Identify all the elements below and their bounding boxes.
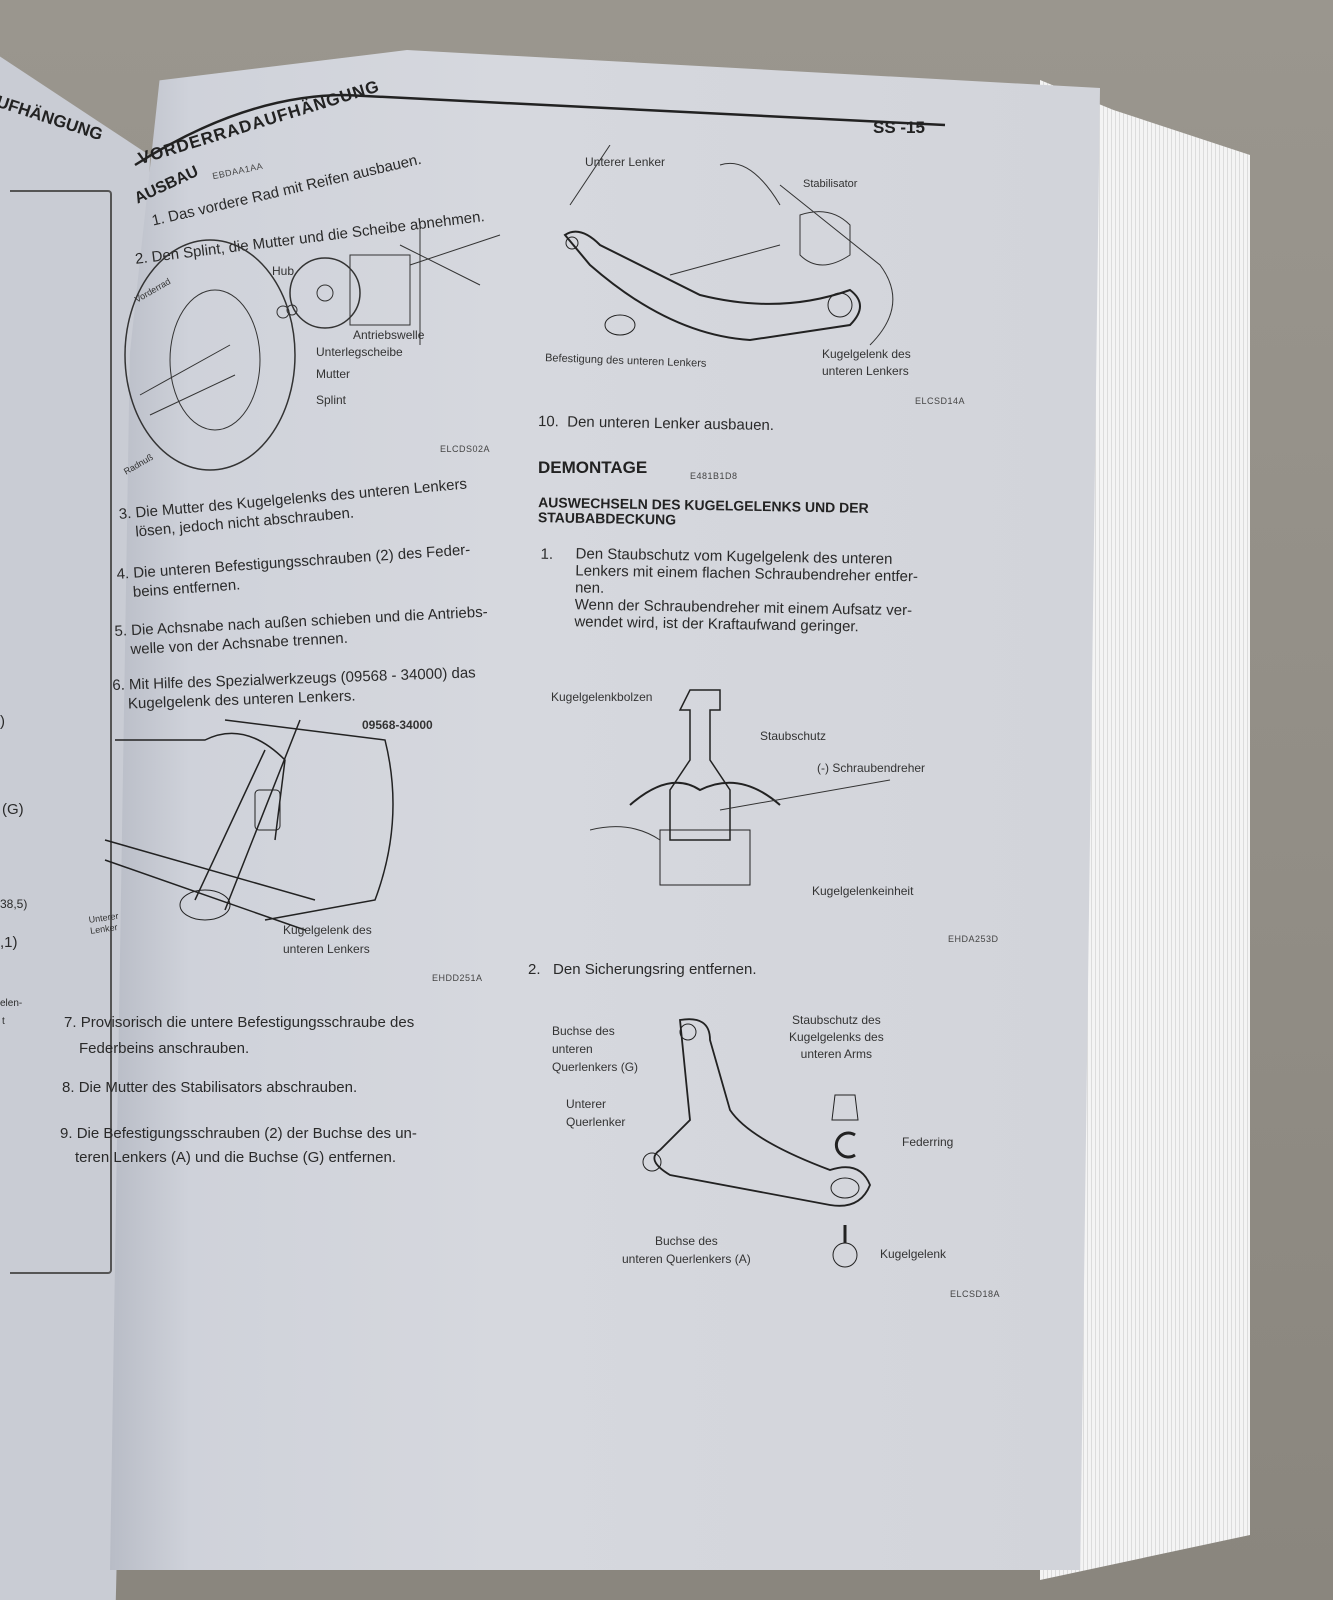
manual-page (110, 50, 1100, 1570)
margin-note: t (2, 1016, 5, 1027)
label-tool-number: 09568-34000 (362, 718, 433, 732)
figure-lower-arm (563, 145, 894, 346)
figure-code: ELCDS02A (440, 444, 491, 454)
label-mutter: Mutter (316, 367, 351, 381)
label-kugelgelenkeinheit: Kugelgelenkeinheit (812, 884, 914, 898)
label-kugelgelenk-2: unteren Lenkers (283, 942, 370, 956)
label-staubschutz: Staubschutz (760, 729, 827, 743)
label-kugelgelenkbolzen: Kugelgelenkbolzen (551, 690, 653, 704)
margin-note: 38,5) (0, 897, 28, 911)
figure-control-arm-parts (642, 1018, 871, 1268)
label-unterer-lenker: Unterer Lenker (585, 155, 666, 169)
demontage-step-2: 2. Den Sicherungsring entfernen. (528, 961, 757, 978)
figure-code: ELCSD18A (950, 1289, 1001, 1299)
figure-wheel-removal (124, 225, 501, 471)
margin-note: ) (0, 713, 5, 730)
label-federring: Federring (902, 1135, 954, 1149)
demontage-step-1: 1. Den Staubschutz vom Kugelgelenk des u… (540, 545, 919, 636)
page-number: SS -15 (873, 118, 925, 137)
label-stabilisator: Stabilisator (803, 178, 858, 190)
step-7: 7. Provisorisch die untere Befestigungss… (64, 1014, 415, 1057)
figure-dust-cover (590, 689, 891, 886)
figure-ball-joint-tool (104, 719, 394, 931)
margin-note: (G) (2, 801, 24, 818)
figure-code: EHDD251A (432, 973, 483, 983)
header-rule (134, 93, 946, 167)
margin-note: elen- (0, 998, 23, 1009)
label-kugelgelenk-2: unteren Lenkers (822, 364, 909, 378)
label-schraubendreher: (-) Schraubendreher (817, 761, 926, 775)
label-splint: Splint (316, 393, 347, 407)
label-kugelgelenk-1: Kugelgelenk des (822, 347, 911, 361)
label-hub: Hub (272, 264, 295, 278)
label-kugelgelenk: Kugelgelenk (880, 1247, 947, 1261)
step-8: 8. Die Mutter des Stabilisators abschrau… (62, 1079, 358, 1096)
step-9: 9. Die Befestigungsschrauben (2) der Buc… (60, 1125, 417, 1166)
label-kugelgelenk-1: Kugelgelenk des (283, 923, 372, 937)
label-unterlegscheibe: Unterlegscheibe (316, 345, 403, 359)
label-antriebswelle: Antriebswelle (353, 328, 425, 342)
figure-code: EHDA253D (948, 934, 999, 944)
demontage-heading: DEMONTAGE (538, 458, 648, 477)
left-page-box (10, 190, 112, 1274)
margin-note: ,1) (0, 934, 18, 951)
demontage-code: E481B1D8 (690, 471, 738, 481)
figure-code: ELCSD14A (915, 396, 966, 406)
